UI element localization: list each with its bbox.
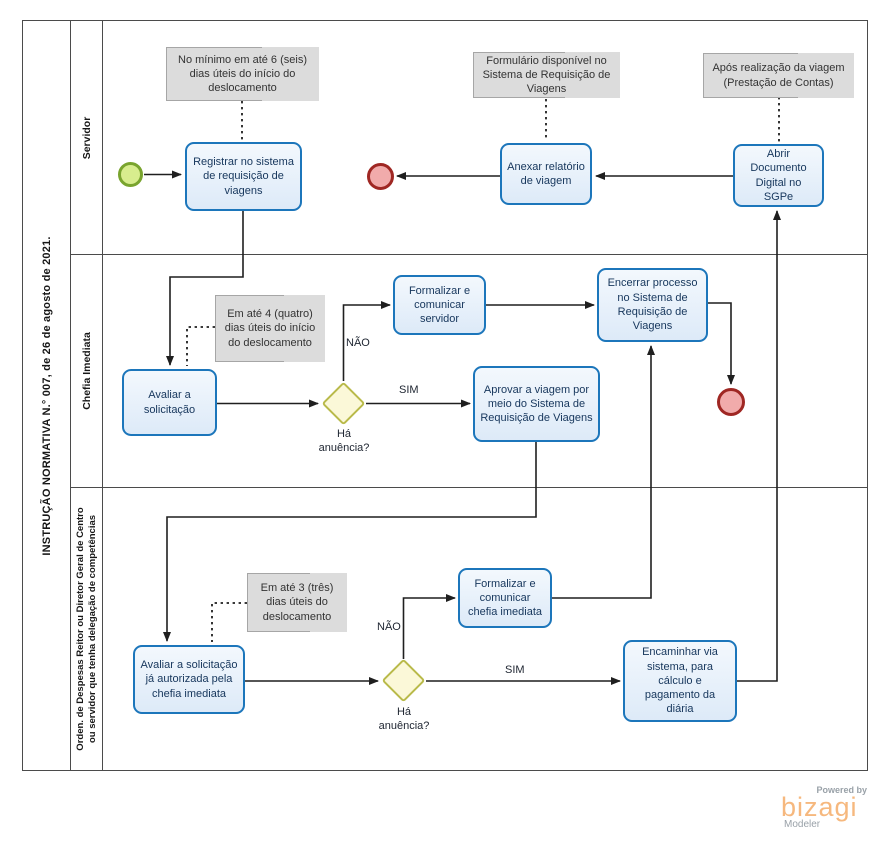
task-avaliar-solicitacao-autorizada: Avaliar a solicitação já autorizada pela… bbox=[133, 645, 245, 714]
annotation-apos-viagem: Após realização da viagem (Prestação de … bbox=[703, 53, 854, 98]
annotation-prazo-4-dias-text: Em até 4 (quatro) dias úteis do início d… bbox=[224, 308, 316, 349]
bizagi-logo: Powered by bizagi Modeler bbox=[781, 785, 869, 830]
flow-label-nao-lower: NÃO bbox=[377, 621, 401, 633]
lane-ordenador-body bbox=[103, 488, 867, 770]
task-anexar-relatorio-label: Anexar relatório de viagem bbox=[507, 160, 585, 187]
task-avaliar-solicitacao: Avaliar a solicitação bbox=[122, 369, 217, 436]
task-avaliar-solicitacao-label: Avaliar a solicitação bbox=[143, 389, 196, 416]
bizagi-wordmark: bizagi bbox=[781, 792, 858, 822]
annotation-formulario-disponivel: Formulário disponível no Sistema de Requ… bbox=[473, 52, 620, 98]
gateway1-label: Há anuência? bbox=[318, 428, 370, 454]
task-anexar-relatorio: Anexar relatório de viagem bbox=[500, 143, 592, 205]
lane-chefia-label: Chefia Imediata bbox=[80, 332, 93, 410]
annotation-prazo-6-dias-text: No mínimo em até 6 (seis) dias úteis do … bbox=[178, 53, 307, 95]
flow-label-sim-lower: SIM bbox=[505, 664, 525, 676]
task-formalizar-servidor-label: Formalizar e comunicar servidor bbox=[408, 284, 471, 326]
lane-servidor-label: Servidor bbox=[80, 116, 93, 159]
task-encaminhar-pagamento-label: Encaminhar via sistema, para cálculo e p… bbox=[642, 646, 718, 716]
lane-ordenador-label-cell: Orden. de Despesas Reitor ou Diretor Ger… bbox=[71, 488, 103, 770]
annotation-apos-viagem-text: Após realização da viagem (Prestação de … bbox=[712, 62, 845, 89]
lane-ordenador-label-line1: Orden. de Despesas Reitor ou Diretor Ger… bbox=[74, 507, 86, 751]
task-encerrar-processo-label: Encerrar processo no Sistema de Requisiç… bbox=[607, 277, 698, 333]
annotation-prazo-3-dias-text: Em até 3 (três) dias úteis do deslocamen… bbox=[260, 582, 334, 623]
annotation-formulario-text: Formulário disponível no Sistema de Requ… bbox=[482, 54, 611, 96]
flow-label-nao-upper: NÃO bbox=[346, 337, 370, 349]
task-abrir-documento-sgpe: Abrir Documento Digital no SGPe bbox=[733, 144, 824, 207]
task-encerrar-processo: Encerrar processo no Sistema de Requisiç… bbox=[597, 268, 708, 342]
task-abrir-documento-label: Abrir Documento Digital no SGPe bbox=[750, 147, 807, 203]
end-event-servidor bbox=[367, 163, 394, 190]
task-formalizar-chefia-label: Formalizar e comunicar chefia imediata bbox=[468, 577, 542, 619]
task-formalizar-comunicar-servidor: Formalizar e comunicar servidor bbox=[393, 275, 486, 335]
annotation-prazo-3-dias: Em até 3 (três) dias úteis do deslocamen… bbox=[247, 573, 347, 632]
task-encaminhar-pagamento: Encaminhar via sistema, para cálculo e p… bbox=[623, 640, 737, 722]
lane-servidor: Servidor bbox=[71, 21, 867, 255]
bizagi-modeler-text: Modeler bbox=[784, 819, 821, 830]
gateway2-label: Há anuência? bbox=[378, 706, 430, 732]
lane-ordenador-label: Orden. de Despesas Reitor ou Diretor Ger… bbox=[75, 507, 99, 750]
lane-servidor-label-cell: Servidor bbox=[71, 21, 103, 254]
task-aprovar-viagem: Aprovar a viagem por meio do Sistema de … bbox=[473, 366, 600, 442]
task-aprovar-viagem-label: Aprovar a viagem por meio do Sistema de … bbox=[480, 383, 593, 425]
powered-by-text: Powered by bbox=[816, 785, 867, 795]
lane-chefia-label-cell: Chefia Imediata bbox=[71, 255, 103, 487]
pool-title-column: INSTRUÇÃO NORMATIVA N.° 007, de 26 de ag… bbox=[23, 21, 71, 770]
task-registrar-sistema-label: Registrar no sistema de requisição de vi… bbox=[193, 156, 294, 197]
task-formalizar-comunicar-chefia: Formalizar e comunicar chefia imediata bbox=[458, 568, 552, 628]
annotation-prazo-6-dias: No mínimo em até 6 (seis) dias úteis do … bbox=[166, 47, 319, 101]
pool-title: INSTRUÇÃO NORMATIVA N.° 007, de 26 de ag… bbox=[40, 235, 53, 556]
end-event-chefia bbox=[717, 388, 745, 416]
start-event bbox=[118, 162, 143, 187]
flow-label-sim-upper: SIM bbox=[399, 384, 419, 396]
annotation-prazo-4-dias: Em até 4 (quatro) dias úteis do início d… bbox=[215, 295, 325, 362]
task-registrar-sistema: Registrar no sistema de requisição de vi… bbox=[185, 142, 302, 211]
task-avaliar-autorizada-label: Avaliar a solicitação já autorizada pela… bbox=[140, 659, 238, 700]
lane-ordenador: Orden. de Despesas Reitor ou Diretor Ger… bbox=[71, 488, 867, 770]
lane-ordenador-label-line2: ou servidor que tenha delegação de compe… bbox=[86, 514, 98, 744]
